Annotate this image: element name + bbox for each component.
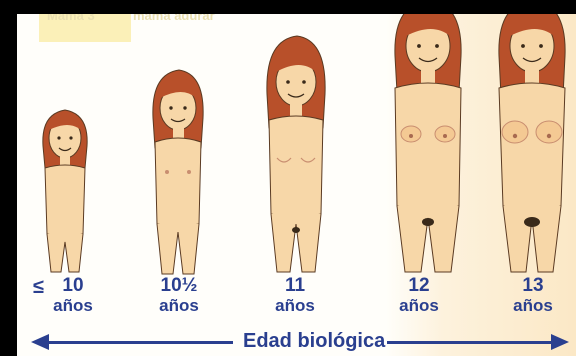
stage-unit-4: años [391, 296, 447, 315]
figure-stage-4 [385, 14, 471, 272]
axis-title: Edad biológica [243, 330, 385, 353]
stage-number-2: 10½ [151, 276, 207, 296]
figure-stage-3 [259, 28, 333, 274]
stage-number-3: 11 [267, 276, 323, 296]
cropped-header-left: Mama 3 [47, 14, 95, 23]
stage-number-1: 10 [45, 276, 101, 296]
less-equal-symbol: ≤ [33, 276, 44, 299]
stage-label-1: 10 años [45, 276, 101, 315]
stage-number-4: 12 [391, 276, 447, 296]
stage-unit-1: años [45, 296, 101, 315]
stage-label-4: 12 años [391, 276, 447, 315]
figure-stage-1 [35, 84, 95, 274]
figure-stage-2 [145, 56, 211, 276]
axis-line-right [387, 341, 553, 344]
stage-label-5: 13 años [505, 276, 561, 315]
stage-unit-5: años [505, 296, 561, 315]
figure-stage-5 [489, 14, 575, 272]
stage-number-5: 13 [505, 276, 561, 296]
illustration-panel: Mama 3 mama adurar [17, 14, 576, 356]
stage-label-3: 11 años [267, 276, 323, 315]
stage-unit-3: años [267, 296, 323, 315]
stage-label-2: 10½ años [151, 276, 207, 315]
axis-line-left [47, 341, 233, 344]
axis-arrow-right-icon [551, 334, 569, 350]
cropped-header-right: mama adurar [133, 14, 215, 23]
stage-unit-2: años [151, 296, 207, 315]
